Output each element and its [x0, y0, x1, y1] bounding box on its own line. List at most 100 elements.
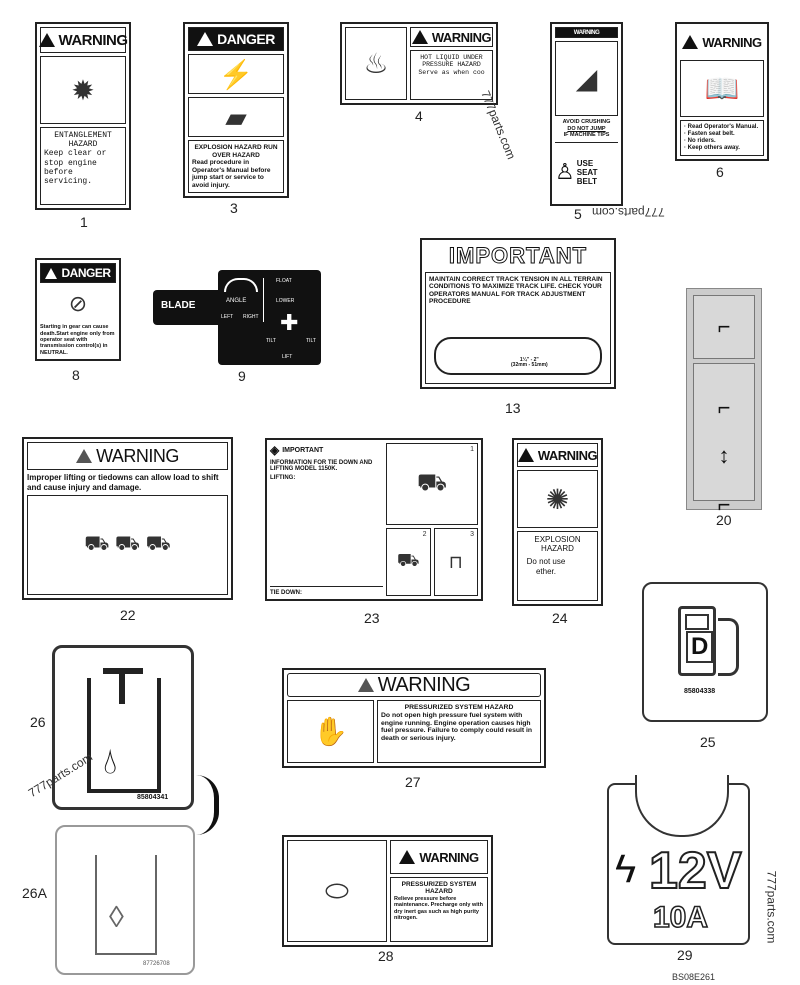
header-text: WARNING	[419, 849, 479, 865]
decal-body: Keep clear or stop engine before servici…	[44, 149, 107, 186]
list-item: · Keep others away.	[684, 145, 740, 152]
warning-triangle-icon	[38, 33, 55, 47]
header-text: DANGER	[217, 31, 275, 47]
item-number: 23	[364, 610, 380, 626]
socket-cutout	[635, 775, 729, 837]
tie-down-figure-3: ⊓3	[433, 528, 478, 596]
item-number: 25	[700, 734, 716, 750]
item-number: 5	[574, 206, 582, 222]
warning-header: WARNING	[287, 673, 541, 697]
item-number: 1	[80, 214, 88, 230]
list-item: · Read Operator's Manual.	[684, 124, 759, 131]
ripper-float-icon: ⌐	[693, 295, 755, 359]
decal-5-rollover-warning: WARNING ◢ AVOID CRUSHING DO NOT JUMP IF …	[550, 22, 623, 206]
fuel-pump-icon: D	[678, 606, 716, 676]
decal-body: Relieve pressure before maintenance. Pre…	[394, 895, 483, 921]
divider	[263, 278, 264, 322]
part-code: 85804338	[684, 688, 716, 695]
list-item: · Fasten seat belt.	[684, 131, 735, 138]
decal-text: · Read Operator's Manual. · Fasten seat …	[680, 120, 764, 156]
item-number: 20	[716, 512, 732, 528]
item-number: 9	[238, 368, 246, 384]
decal-title-3: IF MACHINE TIPS	[563, 132, 610, 139]
item-number: 26A	[22, 885, 47, 901]
tilt-right-label: TILT	[306, 338, 316, 344]
oil-drop-icon: ◊	[109, 901, 124, 934]
decal-8-danger-start-in-gear: DANGER ⊘ Starting in gear can cause deat…	[35, 258, 121, 361]
warning-triangle-icon	[76, 449, 93, 463]
warning-header: WARNING	[27, 442, 228, 470]
warning-triangle-icon	[45, 267, 58, 279]
lightning-bolt-icon: ϟ	[615, 847, 637, 891]
lifting-heading: LIFTING:	[270, 475, 296, 481]
four-way-arrow-icon: ✚	[280, 310, 299, 335]
voltage-label: 12V	[648, 841, 743, 901]
decal-title: PRESSURIZED SYSTEM HAZARD	[401, 881, 477, 896]
high-pressure-spray-hand-icon: ✋	[287, 700, 374, 763]
decal-20-ripper-control: ⌐ ⌐↕⌐	[686, 288, 762, 517]
header-text: WARNING	[573, 29, 600, 36]
accumulator-pressure-icon: ⬭	[287, 840, 387, 942]
list-item: · No riders.	[684, 138, 716, 145]
tie-down-heading: TIE DOWN:	[270, 590, 302, 596]
decal-25-diesel-fuel: D 85804338	[642, 582, 768, 722]
decal-body: Read procedure in Operator's Manual befo…	[192, 159, 271, 189]
decal-text: MAINTAIN CORRECT TRACK TENSION IN ALL TE…	[425, 272, 611, 384]
important-diamond-icon: ◈	[270, 443, 280, 457]
warning-header: WARNING	[680, 27, 764, 57]
tilt-left-label: TILT	[266, 338, 276, 344]
dozer-runover-pictogram-icon: ▰	[188, 97, 284, 138]
header-text: DANGER	[61, 266, 111, 280]
decal-title: ENTANGLEMENT HAZARD	[54, 131, 112, 150]
tie-down-figure-2: ⛟2	[386, 528, 431, 596]
warning-header: WARNING	[555, 27, 618, 38]
warning-triangle-icon	[517, 448, 534, 462]
tension-measure-metric: (32mm - 51mm)	[511, 362, 548, 369]
battery-explosion-pictogram-icon: ⚡	[188, 54, 284, 95]
decal-13-track-tension: IMPORTANT MAINTAIN CORRECT TRACK TENSION…	[420, 238, 616, 389]
header-text: IMPORTANT	[282, 446, 324, 454]
watermark: 777parts.com	[592, 205, 665, 219]
part-code: 87726708	[143, 961, 170, 967]
explosion-pictogram-icon: ✺	[517, 470, 598, 528]
figure-number: 3	[470, 531, 474, 538]
decal-body: Do not open high pressure fuel system wi…	[381, 711, 533, 743]
part-code: 85804341	[137, 794, 169, 801]
entanglement-pictogram-icon: ✹	[40, 56, 126, 124]
lift-figure-1: ⛟1	[386, 443, 478, 525]
angle-arc-icon	[224, 278, 258, 292]
blade-label: BLADE	[161, 300, 196, 311]
open-book-icon: 📖	[680, 60, 764, 118]
item-number: 6	[716, 164, 724, 180]
header-text: WARNING	[377, 673, 471, 696]
decal-title: EXPLOSION HAZARD RUN OVER HAZARD	[194, 144, 278, 159]
item-number: 4	[415, 108, 423, 124]
decal-6-operator-manual-warning: WARNING 📖 · Read Operator's Manual. · Fa…	[675, 22, 769, 161]
track-diagram-icon	[434, 337, 602, 375]
warning-triangle-icon	[399, 850, 416, 864]
decal-26-hydraulic-oil: 💧︎ 85804341	[52, 645, 194, 810]
decal-title-2: DO NOT JUMP	[567, 125, 606, 132]
decal-26a-hydraulic-oil: ◊ 87726708	[55, 825, 195, 975]
decal-body: MAINTAIN CORRECT TRACK TENSION IN ALL TE…	[429, 276, 603, 306]
decal-9-control-pad: ANGLE LEFT RIGHT FLOAT LOWER ✚ TILT TILT…	[218, 270, 321, 365]
oil-drop-icon: 💧︎	[103, 740, 118, 781]
warning-header: WARNING	[517, 443, 598, 467]
decal-29-12v-socket: ϟ 12V 10A	[607, 775, 750, 945]
diesel-letter: D	[686, 631, 714, 663]
decal-title: AVOID CRUSHING	[562, 119, 611, 126]
header-text: WARNING	[537, 447, 598, 463]
item-number: 3	[230, 200, 238, 216]
lifting-dozer-pictograms-icon: ⛟ ⛟ ⛟	[27, 495, 228, 595]
item-number: 27	[405, 774, 421, 790]
decal-title: EXPLOSION HAZARD	[534, 535, 581, 554]
item-number: 22	[120, 607, 136, 623]
figure-number: 2	[422, 531, 427, 538]
left-label: LEFT	[221, 314, 234, 320]
